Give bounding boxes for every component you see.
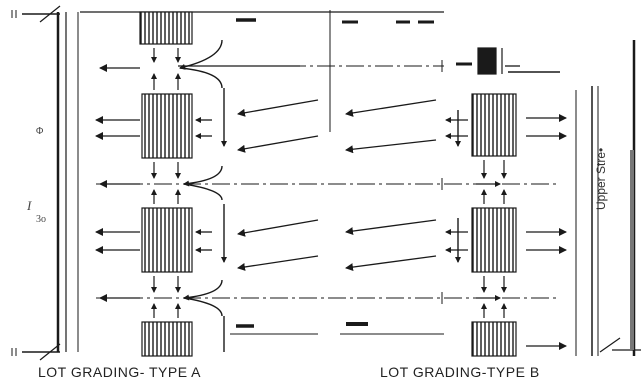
upper-street-label: Upper Stre•	[594, 147, 608, 210]
building-a3	[141, 207, 193, 273]
caption-lot-grading-type-b: LOT GRADING-TYPE B	[380, 364, 540, 380]
street-shading	[630, 150, 634, 350]
margin-mark-phi: Φ	[36, 126, 44, 137]
margin-mark-dimension-sub: 3o	[36, 214, 46, 225]
flow-arrows-right	[476, 65, 567, 350]
top-boundary	[80, 10, 444, 132]
caption-lot-grading-type-a: LOT GRADING- TYPE A	[38, 364, 202, 380]
building-a1	[139, 11, 193, 45]
swales	[221, 88, 461, 352]
flow-arrows-left	[95, 64, 468, 302]
buildings	[139, 11, 517, 357]
building-b2	[471, 207, 517, 273]
bottom-marks	[230, 62, 472, 335]
right-street-boundary	[508, 40, 641, 356]
building-b3	[471, 321, 517, 357]
left-boundary	[11, 5, 79, 361]
swale-curves	[179, 39, 223, 317]
building-b0	[477, 47, 497, 75]
flow-arrows-vertical	[151, 48, 507, 318]
margin-mark-dimension: I	[27, 198, 32, 213]
building-a2	[141, 93, 193, 159]
building-b1	[471, 93, 517, 157]
building-a4	[141, 321, 193, 357]
